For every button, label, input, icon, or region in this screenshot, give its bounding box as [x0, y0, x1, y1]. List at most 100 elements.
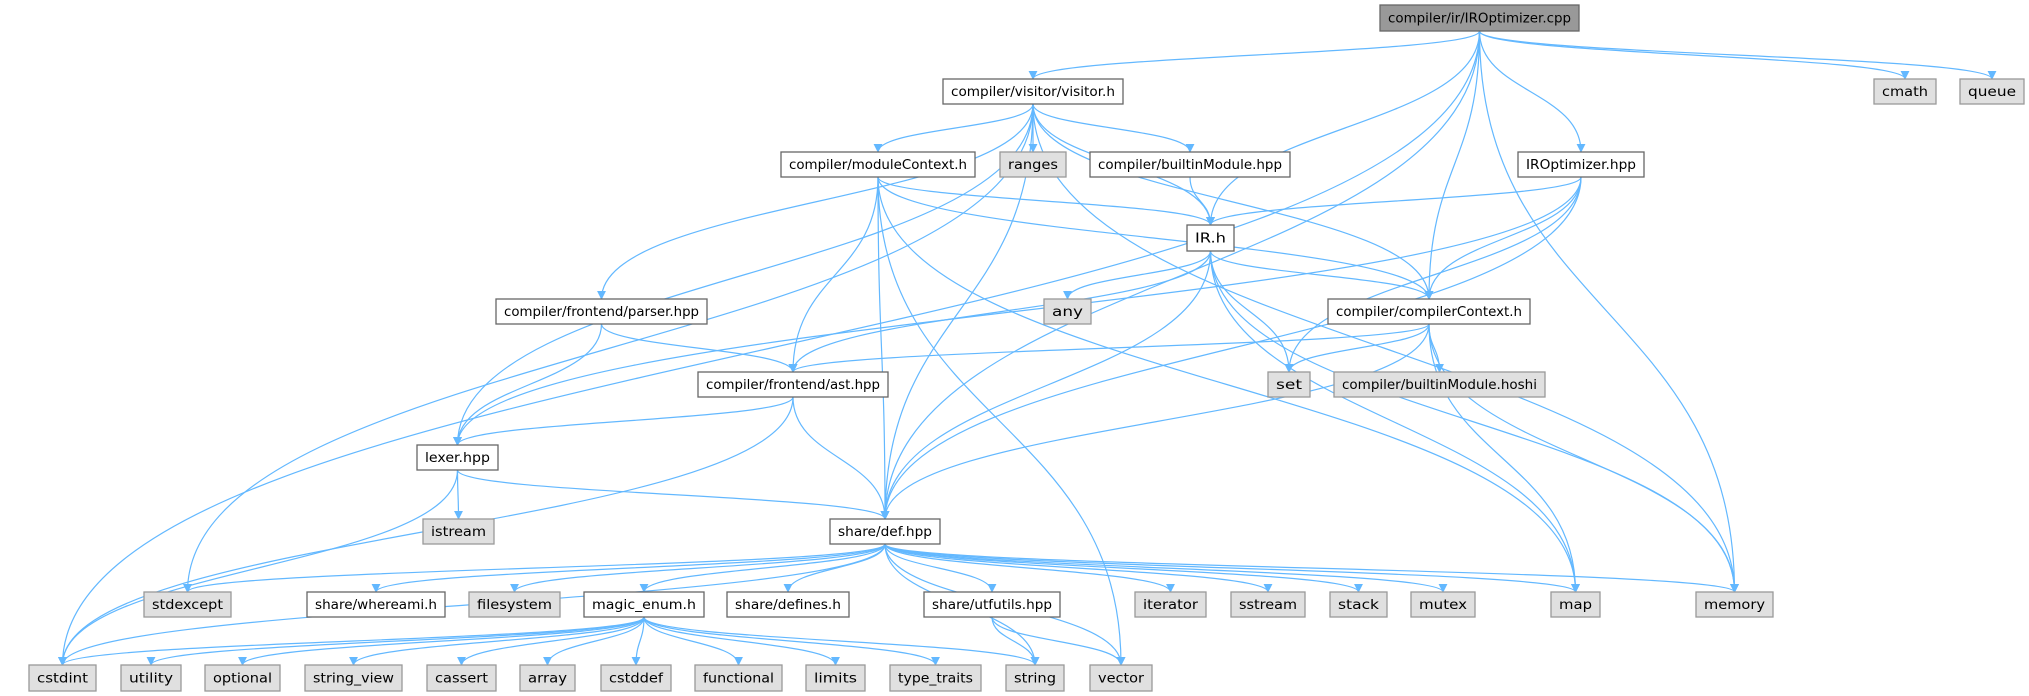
edge-moduleContext-to-map: [877, 176, 1580, 593]
node-box: [726, 591, 850, 618]
edge-visitor-to-moduleContext: [873, 103, 1034, 153]
node-label: stack: [1338, 598, 1380, 613]
node-iroptHpp[interactable]: IROptimizer.hpp: [1517, 151, 1645, 178]
node-box: [304, 664, 403, 692]
edge-visitor-to-memory: [1032, 103, 1739, 593]
edge-irh-to-ast: [788, 250, 1212, 373]
edge-ast-to-def: [792, 396, 890, 520]
edge-def-to-mutex: [884, 543, 1448, 593]
edge-utfutils-to-string: [991, 616, 1040, 666]
node-mutex: mutex: [1410, 591, 1476, 618]
edge-iroptHpp-to-def: [880, 176, 1582, 520]
node-box: [1695, 591, 1774, 618]
edge-magic-to-array: [543, 616, 645, 666]
edge-magic-to-string_view: [349, 616, 645, 666]
edge-irh-to-def: [880, 250, 1212, 520]
node-label: ranges: [1008, 158, 1058, 173]
node-label: istream: [431, 525, 486, 540]
node-utility: utility: [120, 664, 182, 692]
node-box: [422, 518, 495, 545]
node-cpp[interactable]: compiler/ir/IROptimizer.cpp: [1379, 4, 1580, 32]
node-builtinModule[interactable]: compiler/builtinModule.hpp: [1089, 151, 1291, 178]
edge-def-to-magic: [639, 543, 886, 593]
node-box: [1134, 591, 1207, 618]
node-cmath: cmath: [1873, 78, 1937, 105]
node-box: [1410, 591, 1476, 618]
edge-iroptHpp-to-set: [1284, 176, 1582, 373]
edge-magic-to-cstddef: [631, 616, 645, 666]
node-box: [306, 591, 446, 618]
edge-irh-to-compilerContext: [1209, 250, 1434, 300]
node-ranges: ranges: [999, 151, 1067, 178]
node-label: compiler/ir/IROptimizer.cpp: [1388, 12, 1571, 27]
edge-lexer-to-def: [456, 469, 890, 520]
edge-def-to-memory: [884, 543, 1739, 593]
node-label: stdexcept: [152, 598, 223, 613]
node-defines[interactable]: share/defines.h: [726, 591, 850, 618]
edge-magic-to-cassert: [457, 616, 645, 666]
node-stack: stack: [1329, 591, 1388, 618]
node-optional: optional: [204, 664, 281, 692]
node-parser[interactable]: compiler/frontend/parser.hpp: [495, 298, 708, 325]
edge-magic-to-limits: [643, 616, 840, 666]
node-label: share/utfutils.hpp: [932, 598, 1052, 613]
node-magic[interactable]: magic_enum.h: [583, 591, 705, 618]
edge-cpp-to-cstdint: [58, 30, 1481, 666]
node-whereami[interactable]: share/whereami.h: [306, 591, 446, 618]
edge-compilerContext-to-ast: [788, 323, 1430, 373]
node-string: string: [1005, 664, 1065, 692]
node-label: map: [1559, 598, 1592, 613]
node-label: string_view: [313, 672, 394, 687]
node-box: [1550, 591, 1601, 618]
node-box: [889, 664, 982, 692]
node-cstddef: cstddef: [600, 664, 672, 692]
edge-lexer-to-cstdint: [58, 469, 459, 666]
node-label: IR.h: [1195, 232, 1226, 247]
edge-parser-to-ast: [600, 323, 798, 373]
node-label: share/whereami.h: [315, 598, 437, 613]
edges-layer: [58, 30, 1997, 666]
node-box: [1333, 371, 1546, 398]
node-visitor[interactable]: compiler/visitor/visitor.h: [942, 78, 1124, 105]
node-lexer[interactable]: lexer.hpp: [416, 444, 499, 471]
node-label: compiler/moduleContext.h: [789, 158, 967, 173]
node-label: cassert: [435, 672, 488, 687]
node-sstream: sstream: [1230, 591, 1306, 618]
edge-parser-to-lexer: [453, 323, 603, 446]
edge-magic-to-cstdint: [58, 616, 645, 666]
node-def[interactable]: share/def.hpp: [829, 518, 941, 545]
node-box: [416, 444, 499, 471]
node-box: [204, 664, 281, 692]
node-label: utility: [129, 672, 173, 687]
edge-compilerContext-to-map: [1428, 323, 1580, 593]
node-ast[interactable]: compiler/frontend/ast.hpp: [697, 371, 889, 398]
edge-def-to-utfutils: [884, 543, 997, 593]
node-box: [1873, 78, 1937, 105]
node-box: [1329, 591, 1388, 618]
node-box: [1517, 151, 1645, 178]
edge-magic-to-type_traits: [643, 616, 940, 666]
node-map: map: [1550, 591, 1601, 618]
node-label: queue: [1968, 85, 2016, 100]
node-utfutils[interactable]: share/utfutils.hpp: [923, 591, 1061, 618]
node-label: string: [1014, 672, 1056, 687]
edge-def-to-whereami: [371, 543, 886, 593]
node-string_view: string_view: [304, 664, 403, 692]
node-label: cstdint: [37, 672, 88, 687]
node-any: any: [1043, 298, 1092, 325]
node-compilerContext[interactable]: compiler/compilerContext.h: [1327, 298, 1531, 325]
node-moduleContext[interactable]: compiler/moduleContext.h: [780, 151, 976, 178]
node-irh[interactable]: IR.h: [1186, 224, 1235, 252]
node-box: [519, 664, 576, 692]
node-functional: functional: [694, 664, 783, 692]
edge-visitor-to-compilerContext: [1032, 103, 1434, 300]
node-label: compiler/frontend/parser.hpp: [504, 305, 699, 320]
node-label: memory: [1704, 598, 1765, 613]
edge-lexer-to-istream: [453, 469, 463, 520]
node-label: magic_enum.h: [592, 598, 696, 613]
edge-irh-to-map: [1209, 250, 1580, 593]
node-label: sstream: [1239, 598, 1297, 613]
edge-def-to-iterator: [884, 543, 1175, 593]
edge-cpp-to-irh: [1206, 30, 1481, 226]
node-box: [999, 151, 1067, 178]
